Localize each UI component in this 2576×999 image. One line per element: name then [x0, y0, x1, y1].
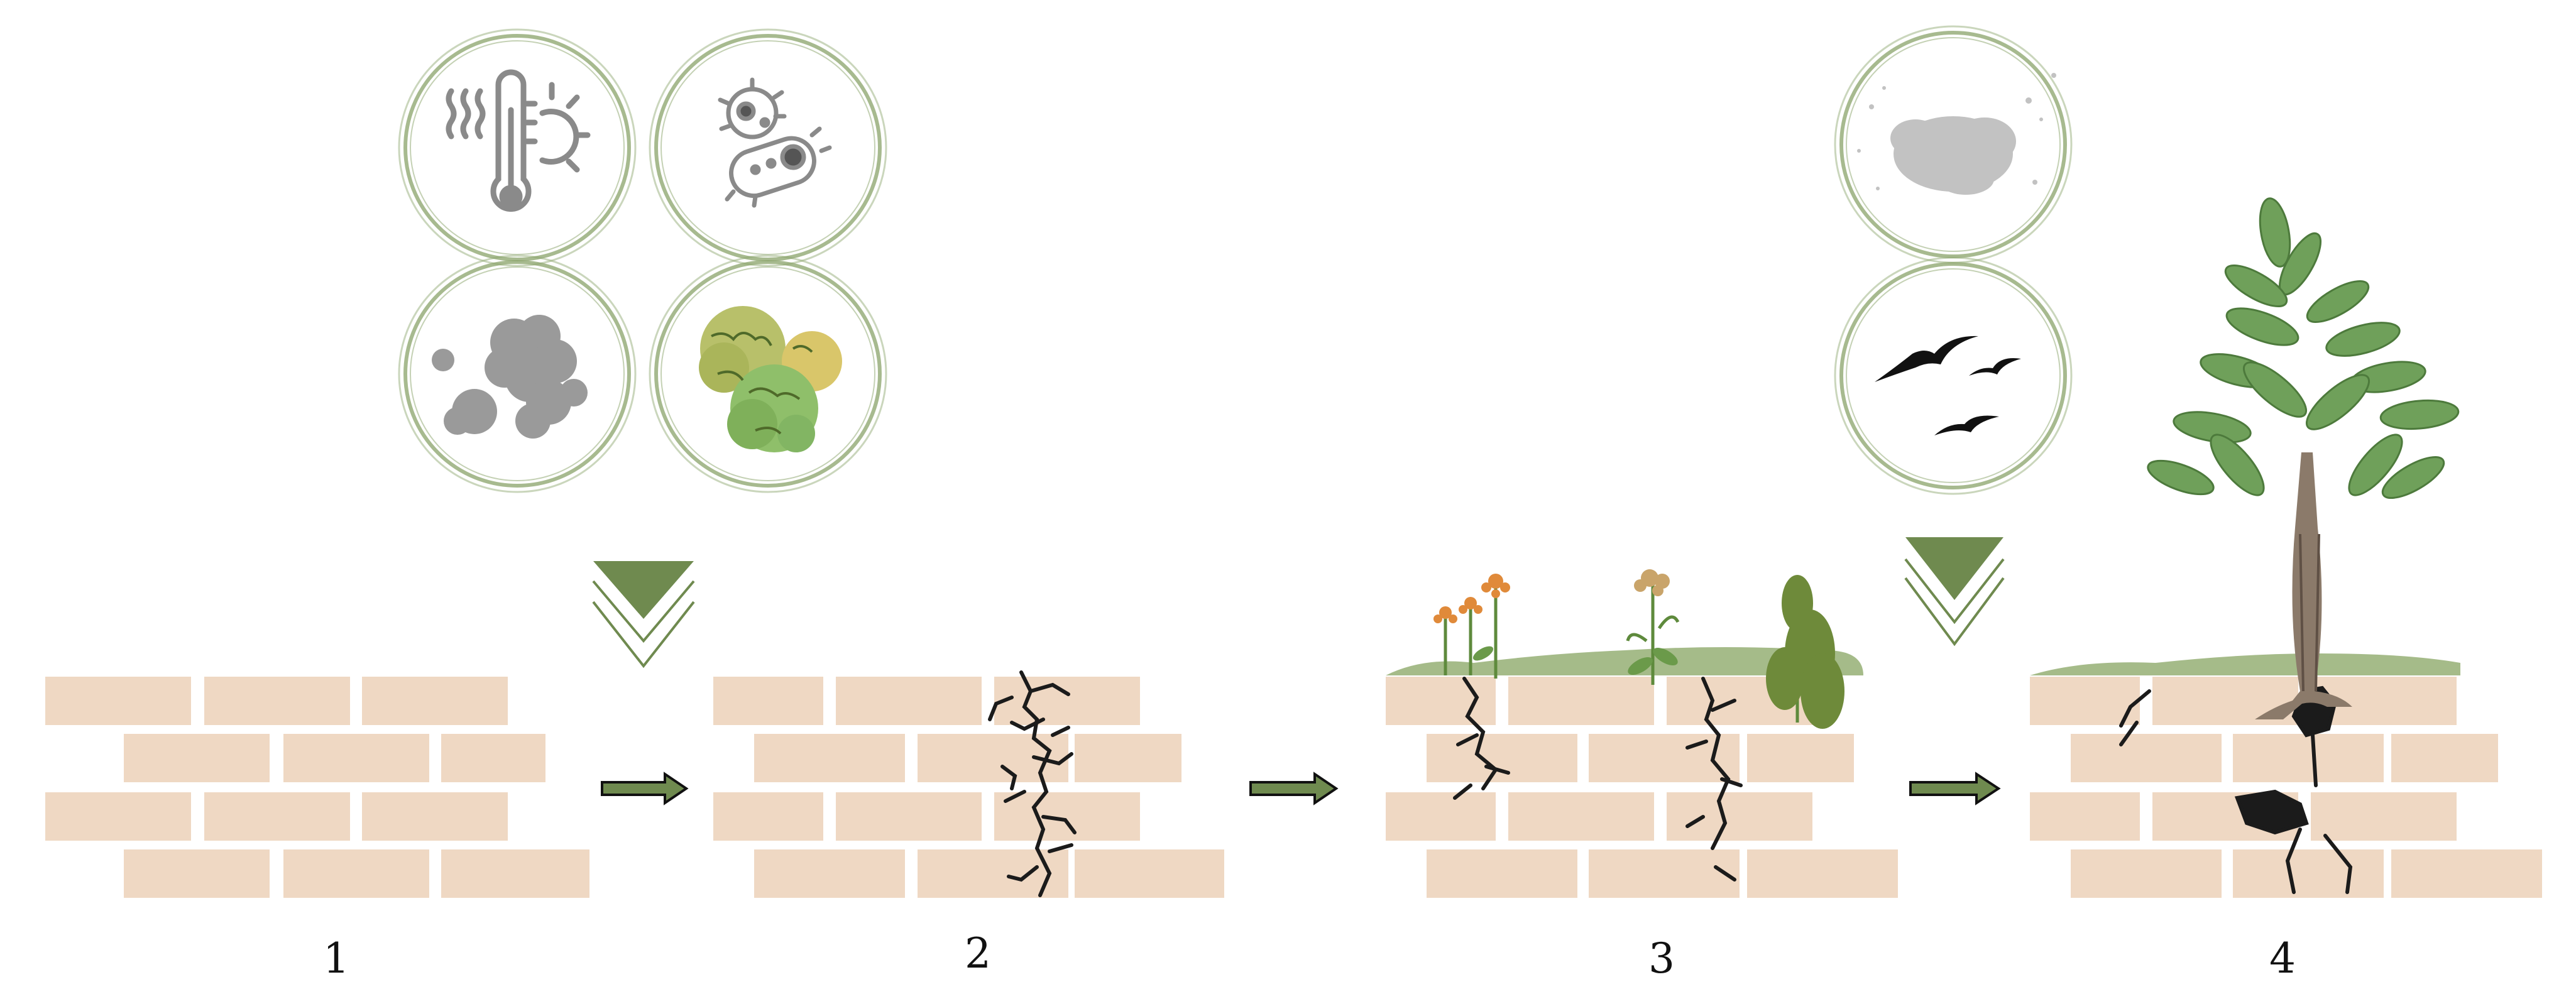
brick-wall-3	[1386, 569, 1898, 898]
temperature-sun-icon	[446, 69, 591, 212]
factor-circle-lichen	[649, 254, 887, 493]
birds-icon	[1875, 336, 2021, 435]
herbaceous-plants	[1433, 569, 1844, 729]
progress-arrow-1	[601, 772, 689, 805]
factor-circle-pollution	[398, 254, 637, 493]
pollution-particles-icon	[432, 315, 588, 439]
crack-lines	[988, 670, 1077, 897]
brick-wall-2	[713, 670, 1224, 898]
stage-label-2: 2	[965, 929, 991, 978]
brick-wall-4	[2030, 197, 2542, 898]
lichen-moss-icon	[699, 306, 842, 452]
progress-arrow-3	[1909, 772, 2001, 805]
factor-circle-dust	[1834, 25, 2073, 264]
stage-label-1: 1	[323, 934, 349, 983]
factors-down-arrow-right	[1904, 537, 2005, 647]
stage-label-4: 4	[2269, 934, 2296, 983]
bacteria-icon	[718, 77, 832, 208]
brick-wall-1	[45, 677, 589, 898]
factors-down-arrow-left	[592, 561, 695, 669]
factor-circle-bacteria	[649, 28, 887, 267]
factor-circle-temperature	[398, 28, 637, 267]
crack-lines	[1453, 677, 1743, 882]
tree	[2147, 197, 2460, 719]
stage-label-3: 3	[1648, 934, 1675, 983]
progress-arrow-2	[1249, 772, 1339, 805]
crack-lines	[2119, 685, 2353, 894]
dust-icon	[1857, 73, 2056, 195]
factor-circle-birds	[1834, 256, 2073, 495]
